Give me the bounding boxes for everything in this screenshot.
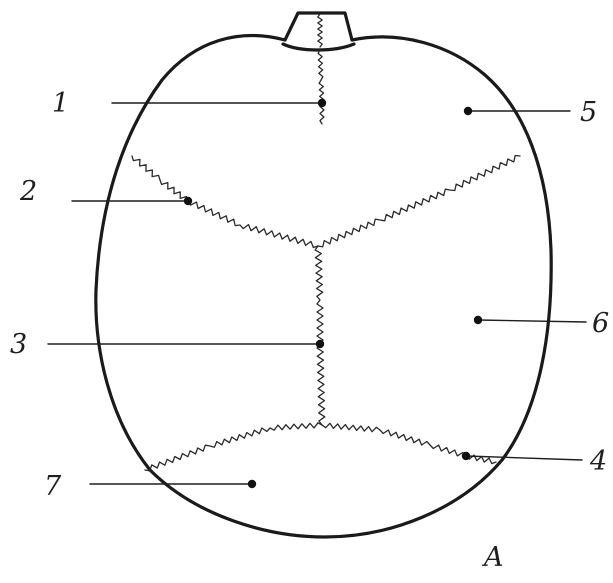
callout-label-7: 7 (44, 471, 62, 502)
callout-label-1: 1 (52, 88, 69, 119)
marker-dot-2 (183, 196, 193, 206)
marker-dot-7 (247, 479, 257, 489)
lambdoid-suture (144, 422, 497, 472)
leader-line-6 (477, 319, 587, 323)
stub-base (281, 42, 356, 52)
marker-dot-1 (317, 98, 327, 108)
marker-dot-4 (461, 451, 471, 461)
callout-label-6: 6 (592, 308, 609, 339)
sagittal-suture (314, 245, 326, 426)
callout-label-4: 4 (589, 446, 607, 477)
callout-label-2: 2 (19, 176, 37, 207)
callout-label-3: 3 (10, 329, 27, 360)
leader-line-4 (465, 455, 583, 461)
coronal-suture-right (317, 154, 521, 248)
marker-dot-5 (463, 106, 473, 116)
stub-zigzag (317, 13, 323, 48)
corner-mark: A (481, 542, 504, 573)
coronal-suture-left (131, 155, 319, 249)
top-stub (283, 11, 354, 42)
marker-dot-3 (315, 339, 325, 349)
skull-outline (94, 33, 553, 539)
metopic-suture (317, 49, 325, 125)
marker-dot-6 (473, 315, 483, 325)
callout-label-5: 5 (580, 97, 597, 128)
